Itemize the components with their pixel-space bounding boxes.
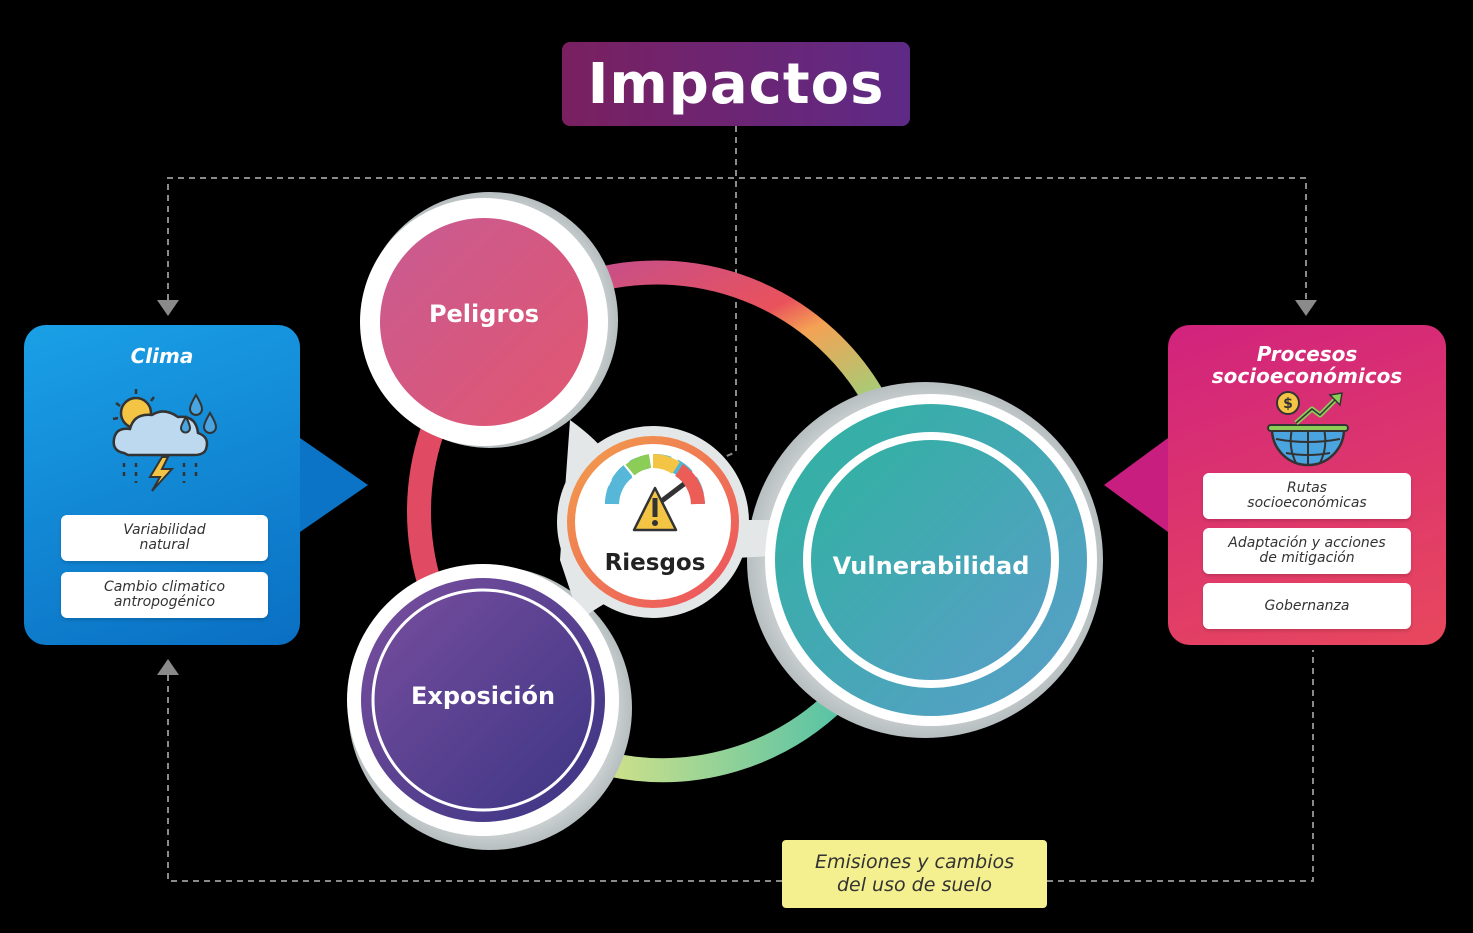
procesos-item-adaptacion: Adaptación y acciones de mitigación: [1203, 528, 1411, 574]
clima-item-variabilidad: Variabilidad natural: [61, 515, 268, 561]
vulnerabilidad-circle: [811, 440, 1051, 680]
peligros-circle: [380, 218, 588, 426]
procesos-pointer: [1104, 438, 1168, 532]
title-box: Impactos: [562, 42, 910, 126]
connector-bottom-loop: [167, 650, 1314, 882]
procesos-title: Procesos socioeconómicos: [1211, 342, 1403, 388]
ring-arc-left: [407, 428, 444, 589]
procesos-item-rutas: Rutas socioeconómicas: [1203, 473, 1411, 519]
arrow-to-clima: [157, 300, 179, 316]
vulnerabilidad-label: Vulnerabilidad: [832, 552, 1030, 580]
peligros-label: Peligros: [428, 300, 540, 328]
arrowheads: [157, 300, 1317, 675]
globe-money-growth-icon: $: [1267, 391, 1349, 467]
outer-ring: [407, 260, 887, 783]
riesgos-label: Riesgos: [604, 550, 706, 576]
procesos-item-gobernanza: Gobernanza: [1203, 583, 1411, 629]
clima-panel: Clima Variabilidad natural: [24, 325, 300, 645]
risk-gauge-warning-icon: [605, 454, 705, 532]
exposicion-label: Exposición: [410, 682, 556, 710]
clima-pointer: [300, 438, 368, 532]
exposicion-inner-ring: [371, 588, 595, 812]
connector-top-loop: [167, 177, 1307, 300]
page-title: Impactos: [587, 51, 885, 117]
arrow-up-clima: [157, 659, 179, 675]
clima-title: Clima: [130, 344, 194, 368]
arrow-to-procesos: [1295, 300, 1317, 316]
ring-arc-top: [593, 260, 887, 408]
exposicion-circle: [361, 578, 605, 822]
clima-item-cambio: Cambio climatico antropogénico: [61, 572, 268, 618]
ring-arc-bottom: [609, 689, 847, 783]
svg-text:$: $: [1283, 396, 1293, 412]
weather-storm-icon: [112, 389, 218, 492]
dashed-connectors: [167, 126, 1314, 882]
procesos-panel: Procesos socioeconómicos $ Rutas socioec…: [1168, 325, 1446, 645]
emisiones-note: Emisiones y cambios del uso de suelo: [782, 840, 1047, 908]
